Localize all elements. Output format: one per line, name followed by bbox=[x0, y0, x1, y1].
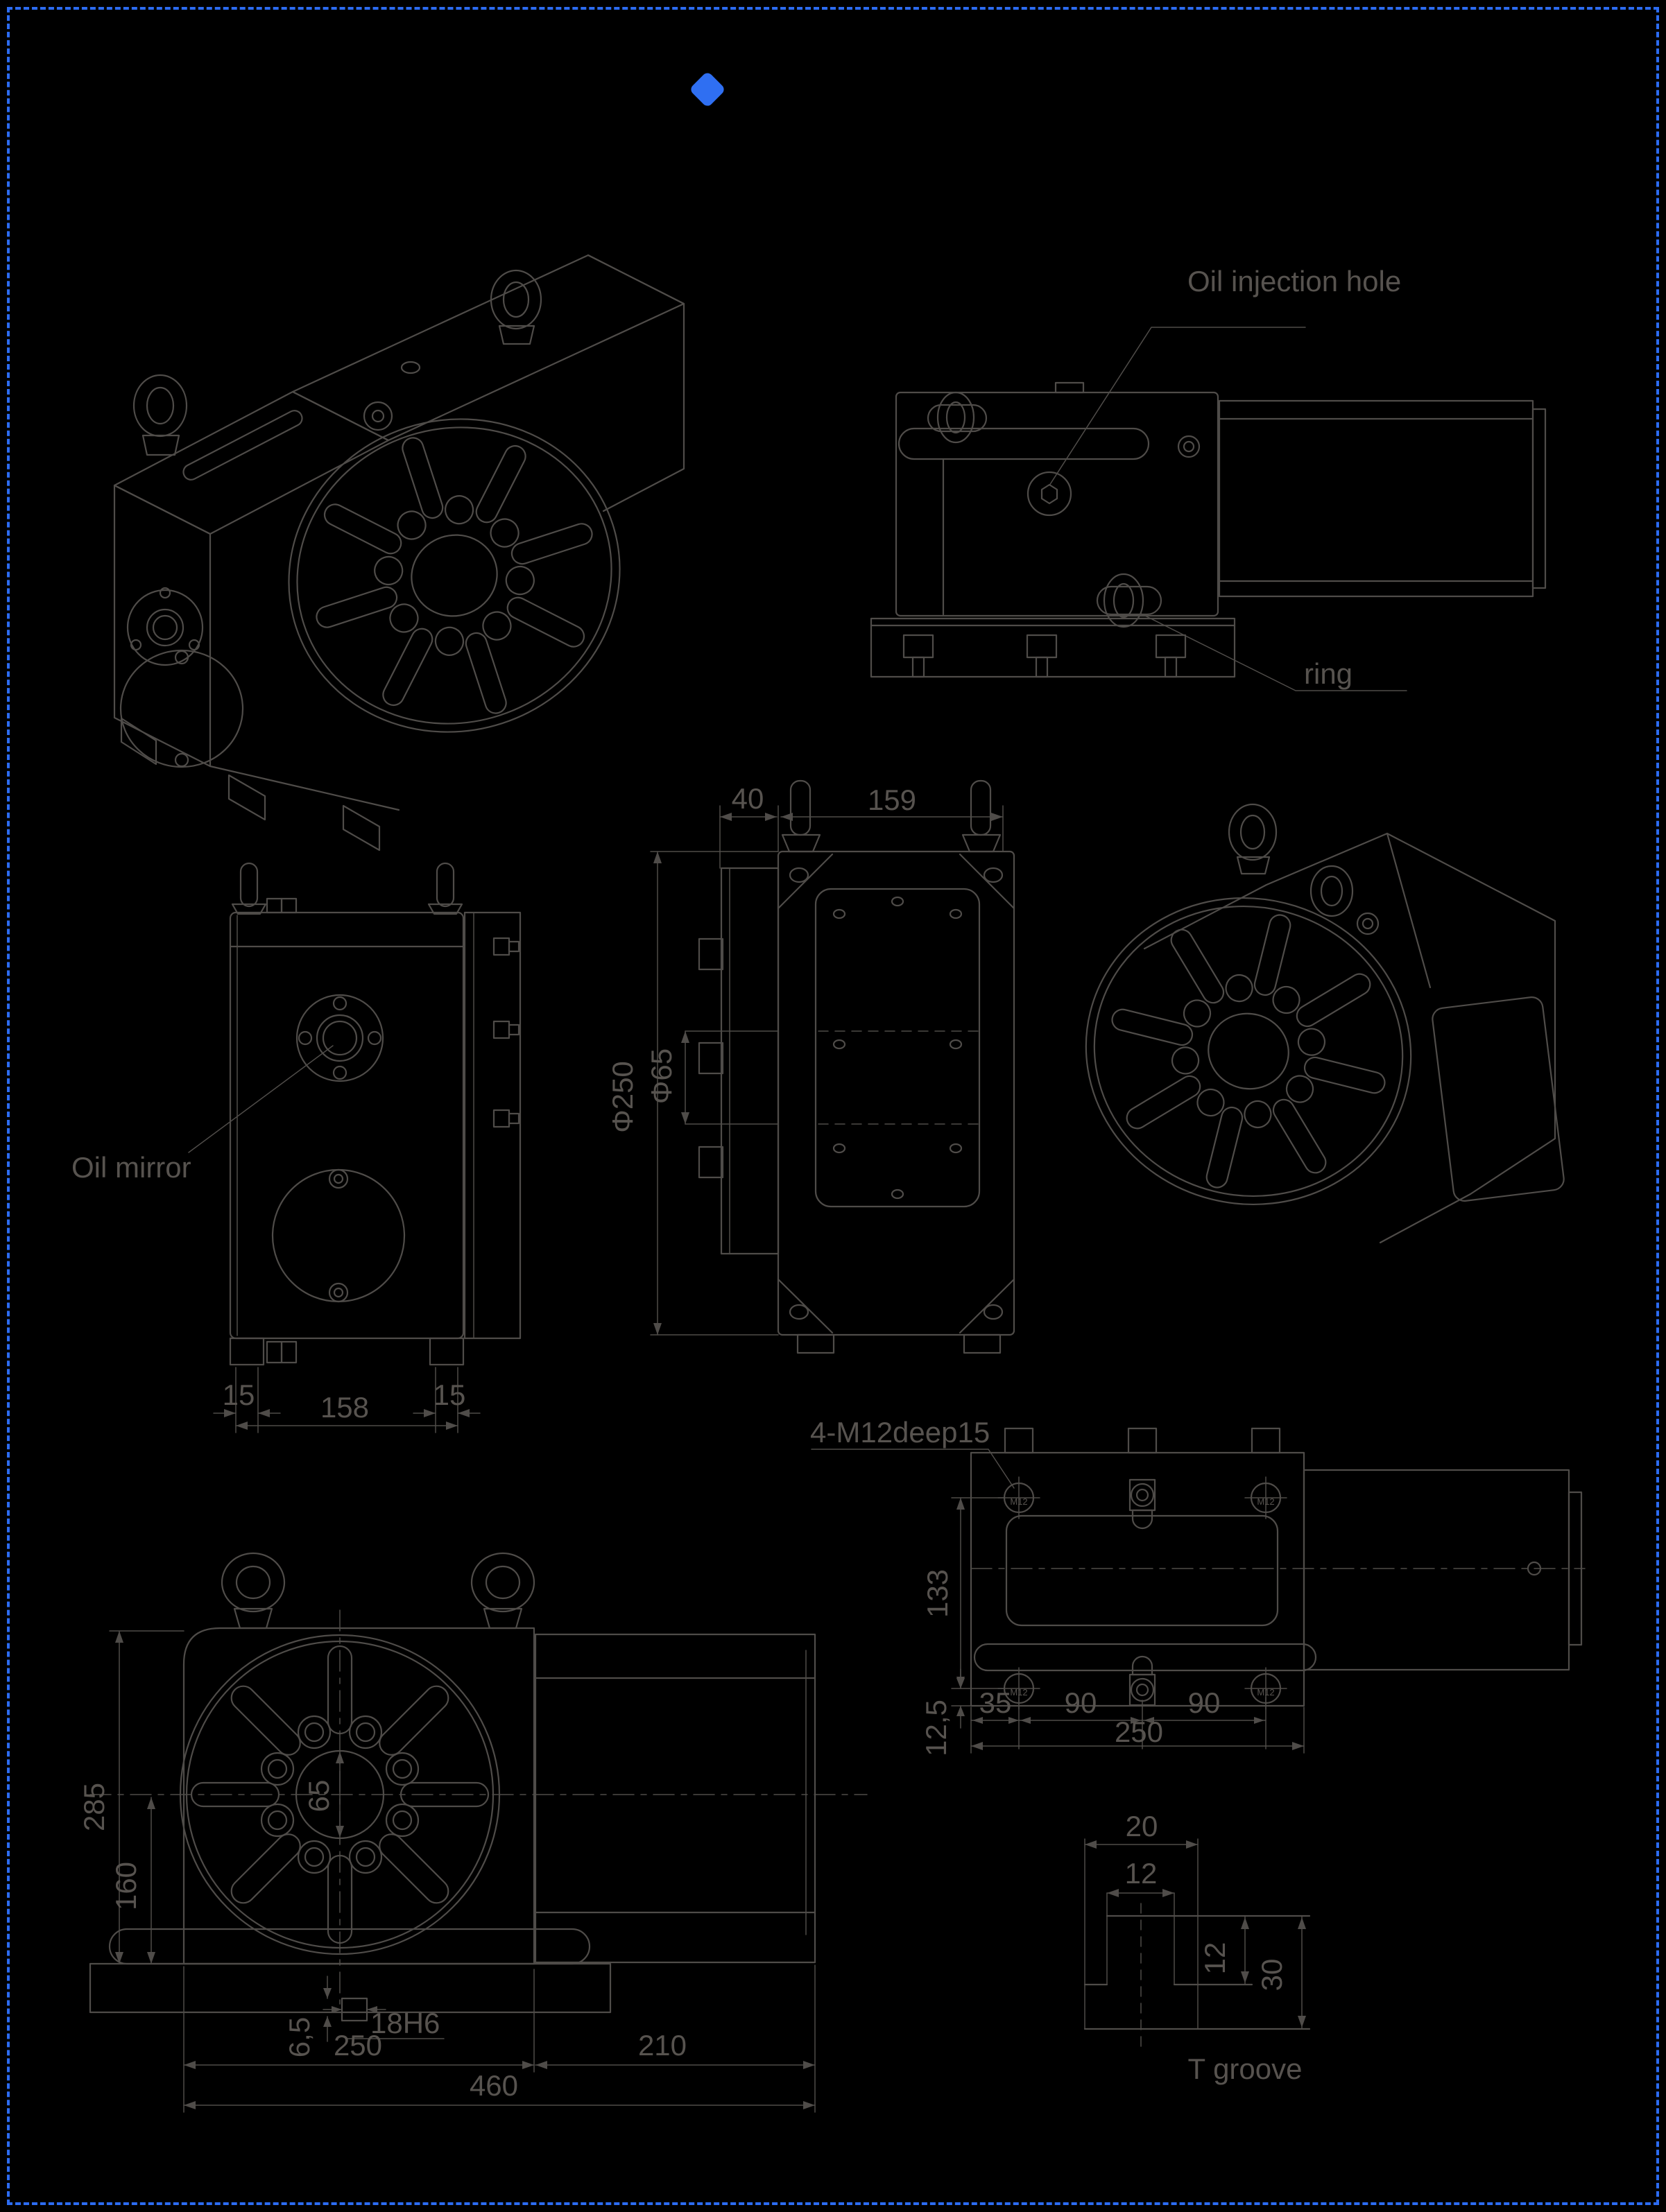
dim-key-slot bbox=[323, 1976, 445, 2042]
dim-tslot-width-top: 12 bbox=[1125, 1857, 1158, 1890]
oil-injection-hole bbox=[1027, 471, 1072, 517]
dim-tslot-depth-top: 12 bbox=[1199, 1942, 1231, 1975]
view-top: M12 M12 M12 M12 4-M12deep15 bbox=[810, 1416, 1586, 1756]
m12-mark: M12 bbox=[1257, 1687, 1274, 1697]
m12-mark: M12 bbox=[1010, 1496, 1027, 1507]
view-t-groove: 20 12 12 30 T groove bbox=[1083, 1810, 1311, 2085]
dim-bolt-pitch-b: 90 bbox=[1188, 1686, 1221, 1719]
label-oil-mirror: Oil mirror bbox=[71, 1151, 191, 1184]
dim-base-width: 158 bbox=[320, 1391, 369, 1424]
dim-flange-offset: 40 bbox=[732, 782, 764, 815]
label-t-groove: T groove bbox=[1188, 2053, 1303, 2085]
view-rear: 40 159 Φ250 Φ65 bbox=[606, 779, 1015, 1354]
dim-front-width: 250 bbox=[334, 2029, 382, 2062]
dim-foot-left: 15 bbox=[223, 1379, 255, 1411]
dim-lengths bbox=[183, 1964, 816, 2113]
oil-mirror bbox=[295, 994, 384, 1082]
ring bbox=[1103, 573, 1144, 628]
lifting-eyebolt bbox=[490, 269, 542, 345]
label-oil-injection-hole: Oil injection hole bbox=[1187, 265, 1401, 297]
dim-top-horizontal bbox=[970, 1697, 1305, 1754]
dim-base-width bbox=[213, 1367, 481, 1433]
dim-edge-margin: 12,5 bbox=[920, 1700, 952, 1756]
dim-center-height: 160 bbox=[110, 1862, 142, 1910]
dim-diameters bbox=[650, 851, 779, 1336]
view-isometric-rear bbox=[1085, 803, 1565, 1244]
faceplate-disc bbox=[288, 418, 621, 733]
view-isometric-front bbox=[113, 254, 685, 852]
dim-heights bbox=[91, 1630, 184, 1964]
view-side-left: Oil mirror 15 158 15 bbox=[71, 862, 522, 1433]
key-slot bbox=[341, 1997, 368, 2022]
m12-mark: M12 bbox=[1257, 1496, 1274, 1507]
label-thread-callout: 4-M12deep15 bbox=[810, 1416, 990, 1449]
view-side-right: Oil injection hole ring bbox=[870, 265, 1547, 691]
dim-spigot-dia: Φ65 bbox=[645, 1048, 678, 1104]
t-bolts bbox=[902, 634, 1187, 678]
label-ring: ring bbox=[1304, 657, 1352, 690]
dim-key-depth: 6,5 bbox=[283, 2017, 316, 2057]
dim-center-bore: 65 bbox=[302, 1780, 335, 1813]
m12-mark: M12 bbox=[1010, 1687, 1027, 1697]
dim-bolt-span-vert: 133 bbox=[921, 1569, 954, 1618]
cover-circle bbox=[119, 649, 244, 768]
dim-total-height: 285 bbox=[78, 1783, 110, 1831]
flange-circle bbox=[126, 589, 204, 666]
dim-housing-length: 210 bbox=[638, 2029, 687, 2062]
dim-base-length: 250 bbox=[1115, 1716, 1163, 1748]
dim-top-vertical bbox=[951, 1497, 1005, 1729]
dim-foot-right: 15 bbox=[433, 1379, 466, 1411]
dim-bolt-offset: 35 bbox=[979, 1686, 1012, 1719]
dim-faceplate-dia: Φ250 bbox=[606, 1061, 639, 1133]
faceplate-disc bbox=[1085, 897, 1412, 1206]
dim-rear-widths bbox=[719, 805, 1004, 869]
dim-key-slot-size: 18H6 bbox=[370, 2007, 440, 2039]
dim-total-length: 460 bbox=[470, 2069, 518, 2102]
dim-tslot-depth-total: 30 bbox=[1255, 1959, 1288, 1991]
dim-tslot-width-bottom: 20 bbox=[1126, 1810, 1158, 1842]
dim-body-width-rear: 159 bbox=[868, 784, 916, 816]
dim-bolt-pitch-a: 90 bbox=[1065, 1686, 1097, 1719]
view-front: 65 285 160 6,5 18H6 bbox=[78, 1552, 868, 2113]
dim-center-bore bbox=[336, 1751, 344, 1838]
lifting-eyebolt bbox=[132, 374, 188, 456]
